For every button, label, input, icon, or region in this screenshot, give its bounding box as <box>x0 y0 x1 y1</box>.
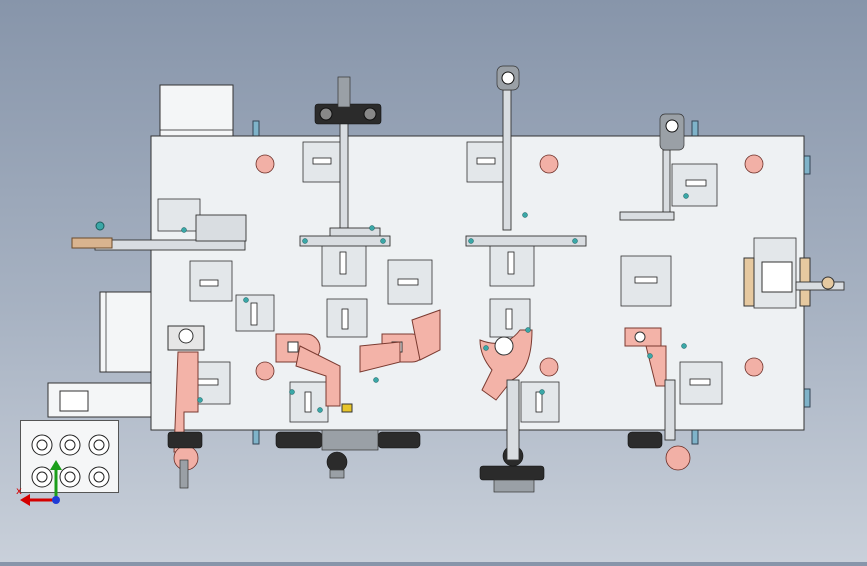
bolt-accents <box>181 193 689 413</box>
right-end-clamp <box>743 237 845 309</box>
motor-box <box>99 291 153 373</box>
weld-marker <box>341 403 353 413</box>
view-cube-icon[interactable]: x <box>16 420 119 506</box>
locator-plates <box>157 141 723 423</box>
datum-holes <box>255 154 764 381</box>
toggle-clamps-top <box>314 65 685 151</box>
axis-triad-icon <box>20 460 62 506</box>
axis-x-label: x <box>16 486 22 497</box>
copper-blocks <box>167 309 667 453</box>
toggle-clamps-bottom <box>167 379 691 493</box>
clamp-arms <box>94 89 675 251</box>
left-pusher <box>71 237 113 249</box>
control-box <box>159 84 234 138</box>
